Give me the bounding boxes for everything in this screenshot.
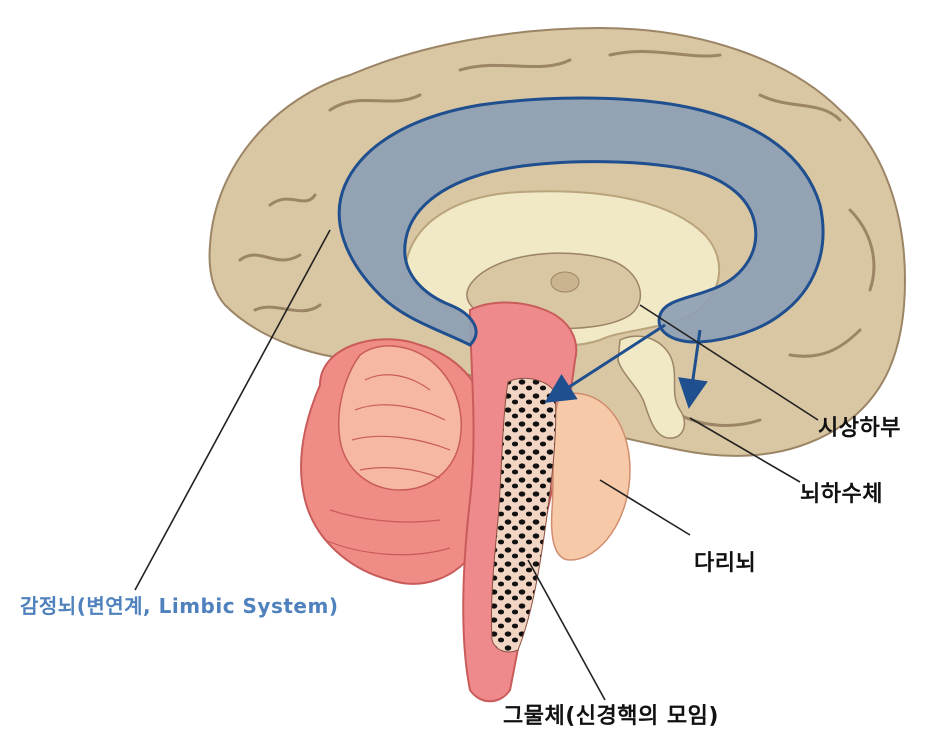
label-hypothalamus: 시상하부 bbox=[818, 410, 901, 442]
label-pons: 다리뇌 bbox=[694, 545, 756, 577]
label-pituitary: 뇌하수체 bbox=[800, 476, 883, 508]
label-reticular-formation: 그물체(신경핵의 모임) bbox=[503, 698, 719, 730]
label-limbic-system: 감정뇌(변연계, Limbic System) bbox=[20, 590, 338, 619]
